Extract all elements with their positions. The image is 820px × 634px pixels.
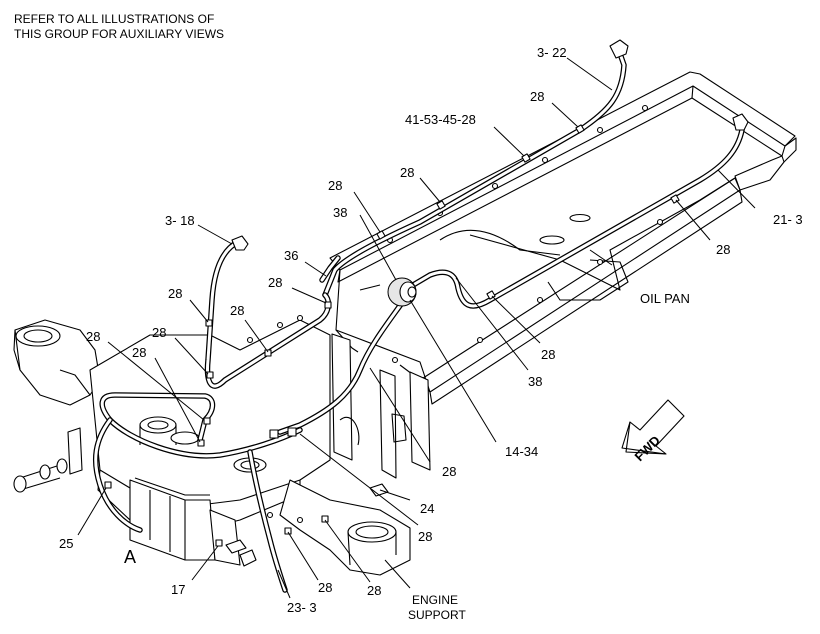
engine-support-label-2: SUPPORT xyxy=(408,608,466,622)
callout-38: 38 xyxy=(333,205,347,220)
note-line-2: THIS GROUP FOR AUXILIARY VIEWS xyxy=(14,27,224,41)
callout-23-3: 23- 3 xyxy=(287,600,317,615)
callout-41-53-45-28: 41-53-45-28 xyxy=(405,112,476,127)
callout-36: 36 xyxy=(284,248,298,263)
engine-support-label-1: ENGINE xyxy=(412,593,458,607)
callout-25: 25 xyxy=(59,536,73,551)
callout-17: 17 xyxy=(171,582,185,597)
callout-28: 28 xyxy=(268,275,282,290)
view-a-label: A xyxy=(124,547,136,567)
callout-28: 28 xyxy=(152,325,166,340)
notes: REFER TO ALL ILLUSTRATIONS OF THIS GROUP… xyxy=(14,12,224,41)
callout-28: 28 xyxy=(541,347,555,362)
callout-28: 28 xyxy=(716,242,730,257)
fittings xyxy=(104,39,749,547)
callout-28: 28 xyxy=(168,286,182,301)
fwd-arrow-icon: FWD xyxy=(621,399,685,464)
callout-28: 28 xyxy=(418,529,432,544)
callout-28: 28 xyxy=(328,178,342,193)
callout-28: 28 xyxy=(318,580,332,595)
callout-28: 28 xyxy=(530,89,544,104)
callout-24: 24 xyxy=(420,501,434,516)
tube-lines xyxy=(92,45,745,593)
callout-28: 28 xyxy=(367,583,381,598)
callout-21-3: 21- 3 xyxy=(773,212,803,227)
callout-38: 38 xyxy=(528,374,542,389)
callout-28: 28 xyxy=(230,303,244,318)
note-line-1: REFER TO ALL ILLUSTRATIONS OF xyxy=(14,12,214,26)
leader-lines xyxy=(77,57,756,599)
callout-3-22: 3- 22 xyxy=(537,45,567,60)
callout-28: 28 xyxy=(86,329,100,344)
callout-28: 28 xyxy=(442,464,456,479)
callout-28: 28 xyxy=(132,345,146,360)
callout-14-34: 14-34 xyxy=(505,444,538,459)
callout-3-18: 3- 18 xyxy=(165,213,195,228)
callout-28: 28 xyxy=(400,165,414,180)
callout-oil-pan: OIL PAN xyxy=(640,291,690,306)
callouts: 3- 22 28 41-53-45-28 28 28 38 21- 3 3- 1… xyxy=(59,45,803,622)
frame-structure xyxy=(13,71,797,576)
